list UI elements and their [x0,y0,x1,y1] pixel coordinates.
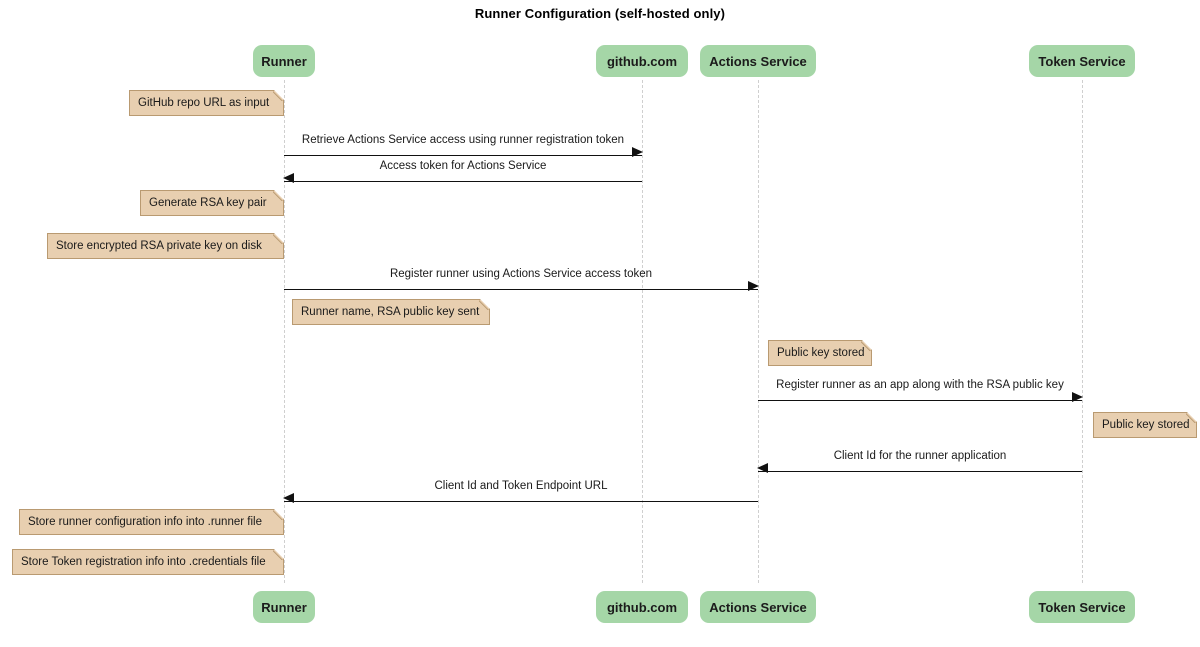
participant-token-bottom[interactable]: Token Service [1029,591,1135,623]
note-public-key-stored-actions-label: Public key stored [777,347,865,359]
lifeline-runner [284,80,285,583]
participant-runner-bottom[interactable]: Runner [253,591,315,623]
msg-retrieve-actions-access-label: Retrieve Actions Service access using ru… [301,134,625,146]
note-github-repo-url-label: GitHub repo URL as input [138,97,270,109]
participant-actions-bottom[interactable]: Actions Service [700,591,816,623]
msg-register-runner-as-app-label: Register runner as an app along with the… [776,379,1064,391]
msg-access-token-label: Access token for Actions Service [379,160,547,172]
arrowhead-right-icon [1072,392,1083,402]
msg-access-token-line [283,173,642,183]
note-github-repo-url[interactable]: GitHub repo URL as input [129,90,284,116]
msg-client-id-token-endpoint-line [283,493,758,503]
msg-client-id-label: Client Id for the runner application [833,450,1007,462]
note-store-token-registration[interactable]: Store Token registration info into .cred… [12,549,284,575]
arrowhead-right-icon [748,281,759,291]
note-fold-edge-icon [273,90,284,101]
msg-register-runner[interactable]: Register runner using Actions Service ac… [284,268,759,294]
note-store-runner-config[interactable]: Store runner configuration info into .ru… [19,509,284,535]
msg-client-id-line [757,463,1082,473]
note-store-runner-config-label: Store runner configuration info into .ru… [28,516,262,528]
note-public-key-stored-actions[interactable]: Public key stored [768,340,872,366]
note-store-encrypted-rsa-key[interactable]: Store encrypted RSA private key on disk [47,233,284,259]
participant-runner-top[interactable]: Runner [253,45,315,77]
note-fold-edge-icon [273,549,284,560]
note-store-token-registration-label: Store Token registration info into .cred… [21,556,266,568]
note-fold-edge-icon [1186,412,1197,423]
lifeline-actions [758,80,759,583]
msg-client-id-token-endpoint-label: Client Id and Token Endpoint URL [434,480,608,492]
note-fold-edge-icon [479,299,490,310]
arrowhead-left-icon [283,173,294,183]
note-generate-rsa-key-pair-label: Generate RSA key pair [149,197,267,209]
arrowhead-left-icon [757,463,768,473]
participant-token-top[interactable]: Token Service [1029,45,1135,77]
participant-github-top[interactable]: github.com [596,45,688,77]
note-fold-edge-icon [273,190,284,201]
arrowhead-left-icon [283,493,294,503]
msg-access-token[interactable]: Access token for Actions Service [283,160,642,186]
participant-actions-top[interactable]: Actions Service [700,45,816,77]
msg-register-runner-label: Register runner using Actions Service ac… [389,268,653,280]
page-title: Runner Configuration (self-hosted only) [474,6,726,21]
msg-register-runner-line [284,281,759,291]
note-fold-edge-icon [273,233,284,244]
lifeline-github [642,80,643,583]
note-public-key-stored-token[interactable]: Public key stored [1093,412,1197,438]
lifeline-token [1082,80,1083,583]
note-fold-edge-icon [273,509,284,520]
msg-register-runner-as-app[interactable]: Register runner as an app along with the… [758,379,1083,405]
msg-client-id[interactable]: Client Id for the runner application [757,450,1082,476]
note-public-key-stored-token-label: Public key stored [1102,419,1190,431]
note-generate-rsa-key-pair[interactable]: Generate RSA key pair [140,190,284,216]
participant-github-bottom[interactable]: github.com [596,591,688,623]
note-store-encrypted-rsa-key-label: Store encrypted RSA private key on disk [56,240,262,252]
arrowhead-right-icon [632,147,643,157]
note-runner-name-public-key-label: Runner name, RSA public key sent [301,306,480,318]
msg-client-id-token-endpoint[interactable]: Client Id and Token Endpoint URL [283,480,758,506]
note-fold-edge-icon [861,340,872,351]
msg-retrieve-actions-access-line [284,147,643,157]
msg-register-runner-as-app-line [758,392,1083,402]
note-runner-name-public-key[interactable]: Runner name, RSA public key sent [292,299,490,325]
msg-retrieve-actions-access[interactable]: Retrieve Actions Service access using ru… [284,134,643,160]
